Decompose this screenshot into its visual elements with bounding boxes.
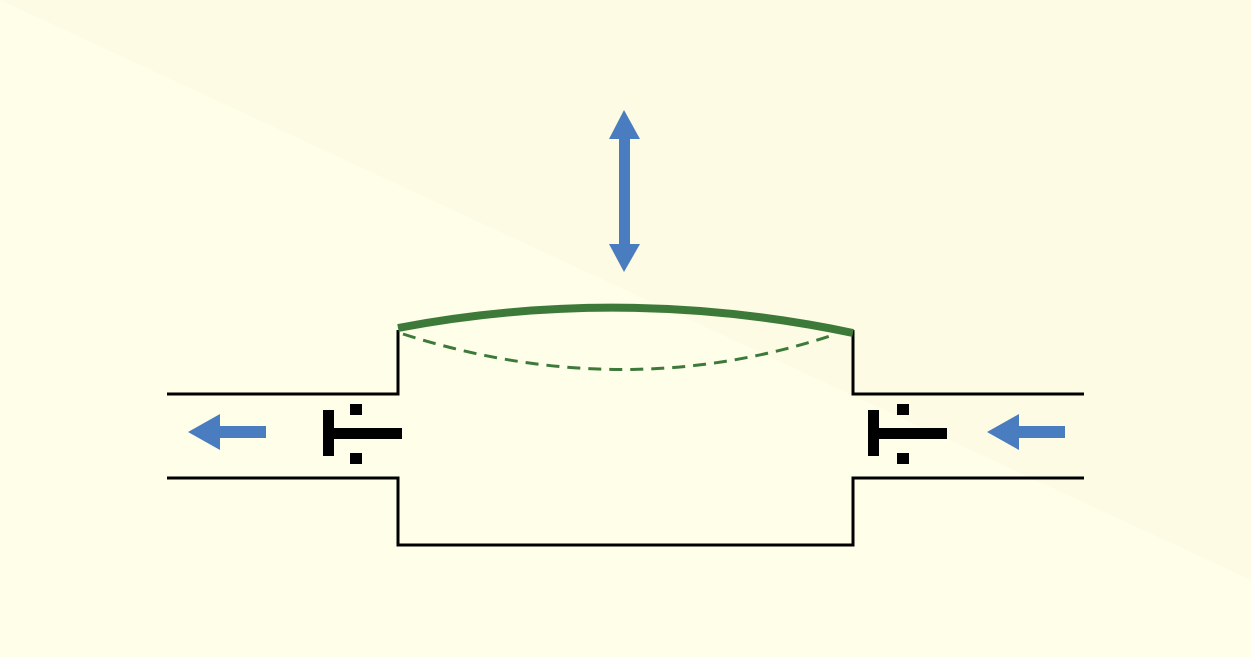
inlet-pipe-top-wall bbox=[851, 330, 1084, 396]
inlet-flow-left-arrow-icon bbox=[987, 414, 1065, 450]
inlet-check-valve-icon bbox=[868, 404, 947, 464]
diaphragm-raised bbox=[397, 303, 854, 337]
outlet-flow-left-arrow-icon bbox=[188, 414, 266, 450]
pump-outline bbox=[167, 330, 1084, 547]
outlet-check-valve-icon bbox=[323, 404, 402, 464]
outlet-pipe-top-wall bbox=[167, 330, 400, 396]
chamber-bottom-wall bbox=[167, 476, 1084, 547]
diaphragm-lowered-dashed bbox=[402, 332, 837, 371]
vertical-double-arrow-icon bbox=[609, 110, 640, 272]
